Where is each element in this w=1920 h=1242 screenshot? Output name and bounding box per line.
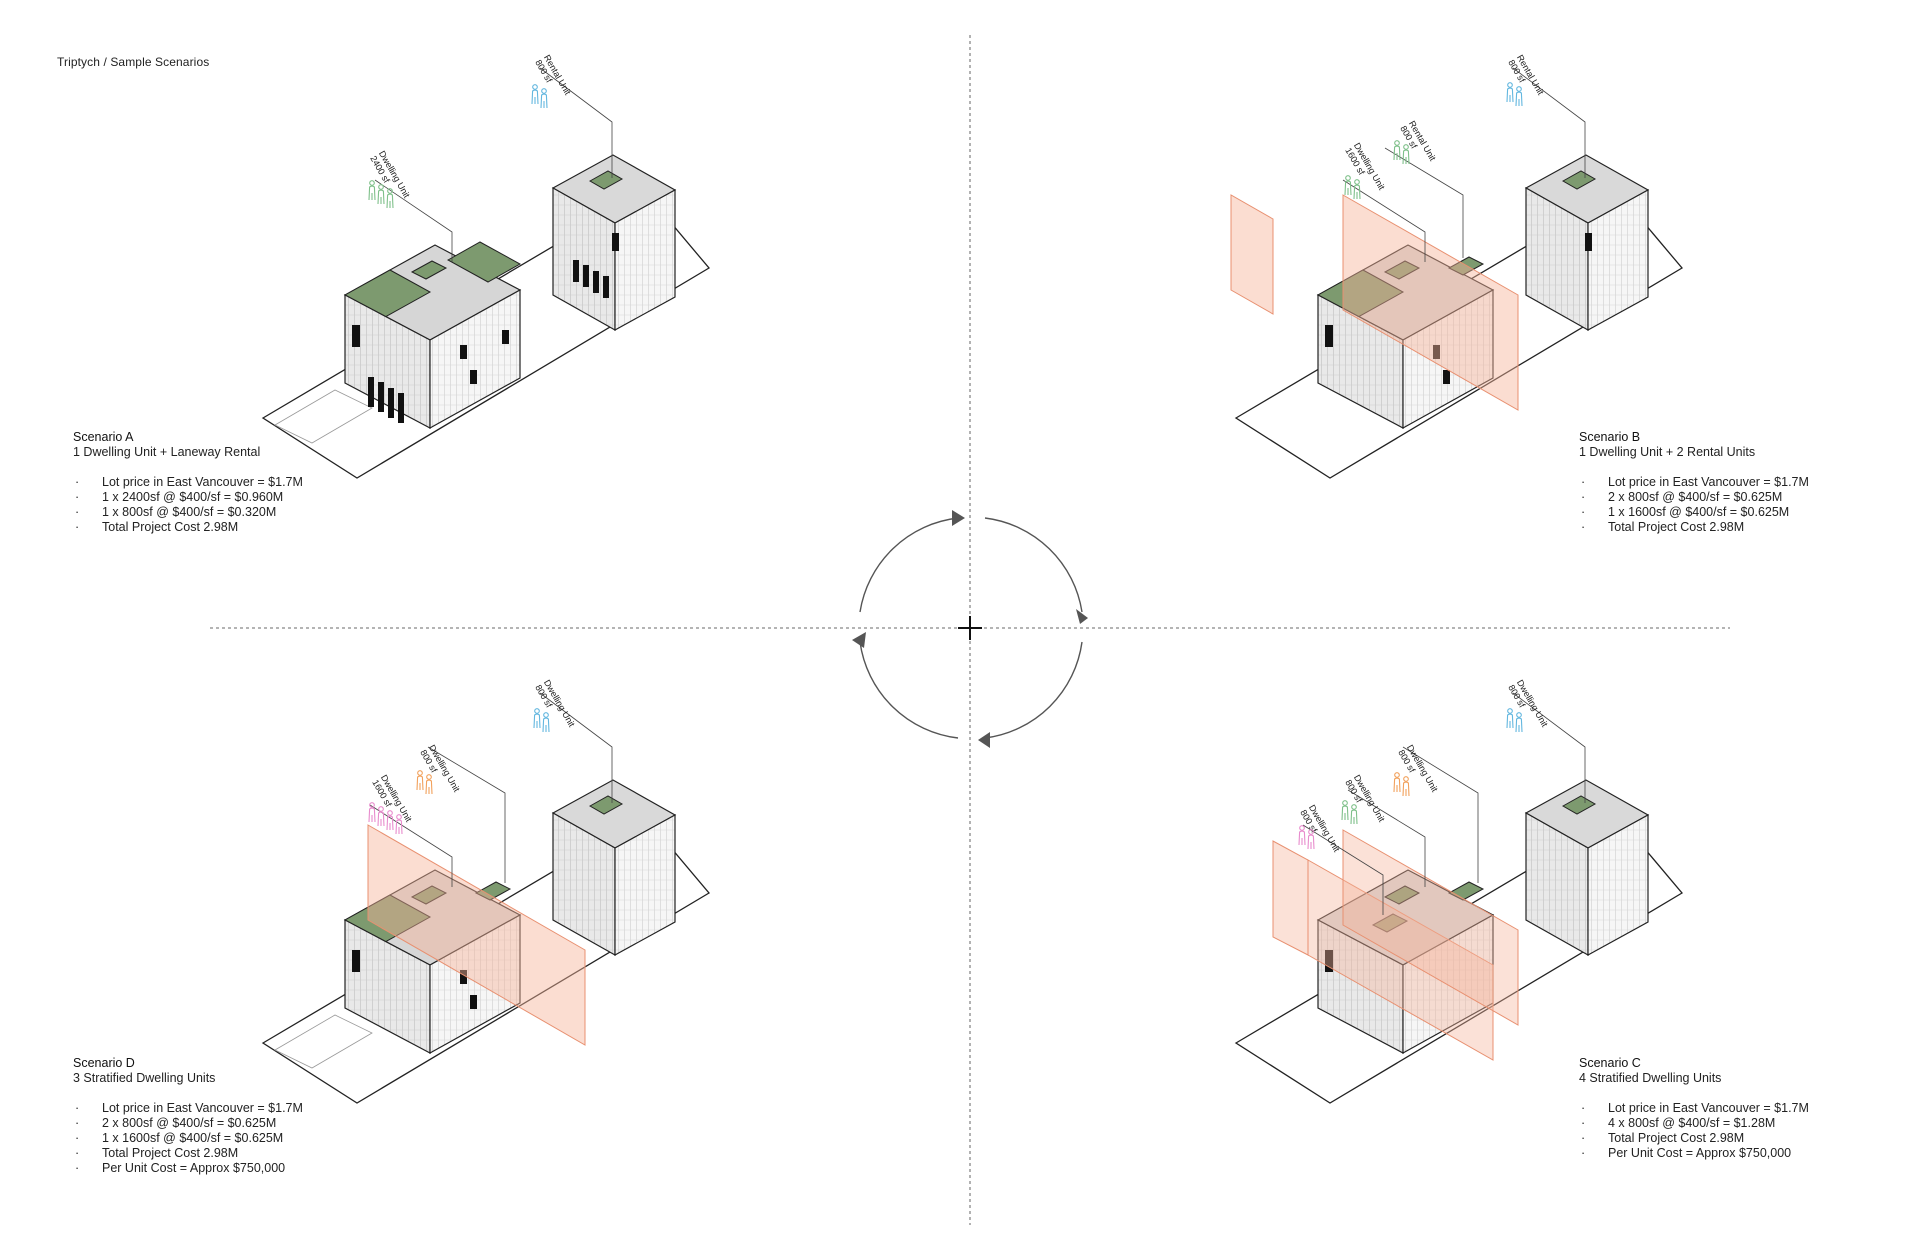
scenario-a-building <box>261 67 710 479</box>
scenario-d-text: Scenario D 3 Stratified Dwelling Units L… <box>73 1056 303 1176</box>
scenario-b-callout-rental-2: 800 sf Rental Unit <box>1398 119 1438 163</box>
scenario-c-text: Scenario C 4 Stratified Dwelling Units L… <box>1579 1056 1809 1161</box>
cycle-arrowheads <box>852 510 1088 748</box>
list-item: Per Unit Cost = Approx $750,000 <box>1579 1146 1809 1161</box>
list-item: Lot price in East Vancouver = $1.7M <box>73 475 303 490</box>
scenario-a-subtitle: 1 Dwelling Unit + Laneway Rental <box>73 445 261 459</box>
scenario-c-callout-3: 800 sf Dwelling Unit <box>1343 773 1387 824</box>
list-item: 2 x 800sf @ $400/sf = $0.625M <box>73 1116 303 1131</box>
scenario-d-icon-2 <box>416 770 433 795</box>
scenario-d-cost-list: Lot price in East Vancouver = $1.7M 2 x … <box>73 1101 303 1176</box>
scenario-a-dwelling-icon <box>368 180 394 209</box>
list-item: Lot price in East Vancouver = $1.7M <box>1579 1101 1809 1116</box>
scenario-a-callout-rental: 800 sf Rental Unit <box>533 53 573 97</box>
scenario-c-title: Scenario C <box>1579 1056 1641 1070</box>
list-item: Total Project Cost 2.98M <box>73 1146 303 1161</box>
scenario-d-subtitle: 3 Stratified Dwelling Units <box>73 1071 216 1085</box>
scenario-b-subtitle: 1 Dwelling Unit + 2 Rental Units <box>1579 445 1756 459</box>
scenario-d-icon-1 <box>533 708 550 733</box>
scenario-d-building <box>261 692 710 1104</box>
list-item: Lot price in East Vancouver = $1.7M <box>1579 475 1809 490</box>
scenario-c-icon-2 <box>1393 772 1410 797</box>
list-item: 1 x 800sf @ $400/sf = $0.320M <box>73 505 303 520</box>
list-item: Total Project Cost 2.98M <box>1579 1131 1809 1146</box>
list-item: 1 x 1600sf @ $400/sf = $0.625M <box>1579 505 1809 520</box>
cycle-arrows <box>859 517 1083 739</box>
list-item: Lot price in East Vancouver = $1.7M <box>73 1101 303 1116</box>
scenario-b-cost-list: Lot price in East Vancouver = $1.7M 2 x … <box>1579 475 1809 535</box>
axis-lines <box>210 35 1730 1225</box>
scenario-a-cost-list: Lot price in East Vancouver = $1.7M 1 x … <box>73 475 303 535</box>
scenario-b-dwelling-icon <box>1344 175 1361 200</box>
list-item: 4 x 800sf @ $400/sf = $1.28M <box>1579 1116 1809 1131</box>
list-item: 1 x 2400sf @ $400/sf = $0.960M <box>73 490 303 505</box>
scenario-b-rental-1-icon <box>1506 82 1523 107</box>
scenario-d-title: Scenario D <box>73 1056 135 1070</box>
scenario-c-subtitle: 4 Stratified Dwelling Units <box>1579 1071 1722 1085</box>
list-item: Total Project Cost 2.98M <box>1579 520 1809 535</box>
scenario-c-icon-3 <box>1341 800 1358 825</box>
list-item: Total Project Cost 2.98M <box>73 520 303 535</box>
scenario-a-rental-icon <box>531 84 548 109</box>
scenario-b-callout-dwelling: 1600 sf Dwelling Unit <box>1343 141 1387 192</box>
scenario-c-callout-4: 800 sf Dwelling Unit <box>1298 803 1342 854</box>
scenario-c-cost-list: Lot price in East Vancouver = $1.7M 4 x … <box>1579 1101 1809 1161</box>
scenario-b-building <box>1230 67 1683 479</box>
scenario-b-text: Scenario B 1 Dwelling Unit + 2 Rental Un… <box>1579 430 1809 535</box>
list-item: 1 x 1600sf @ $400/sf = $0.625M <box>73 1131 303 1146</box>
scenario-a-text: Scenario A 1 Dwelling Unit + Laneway Ren… <box>73 430 303 535</box>
scenario-c-icon-1 <box>1506 708 1523 733</box>
scenario-b-title: Scenario B <box>1579 430 1641 444</box>
list-item: 2 x 800sf @ $400/sf = $0.625M <box>1579 490 1809 505</box>
page-title: Triptych / Sample Scenarios <box>57 55 210 69</box>
scenario-a-title: Scenario A <box>73 430 134 444</box>
scenario-c-building <box>1234 692 1683 1104</box>
scenario-b-rental-2-icon <box>1393 140 1410 165</box>
scenario-d-callout-2: 800 sf Dwelling Unit <box>418 743 462 794</box>
list-item: Per Unit Cost = Approx $750,000 <box>73 1161 303 1176</box>
